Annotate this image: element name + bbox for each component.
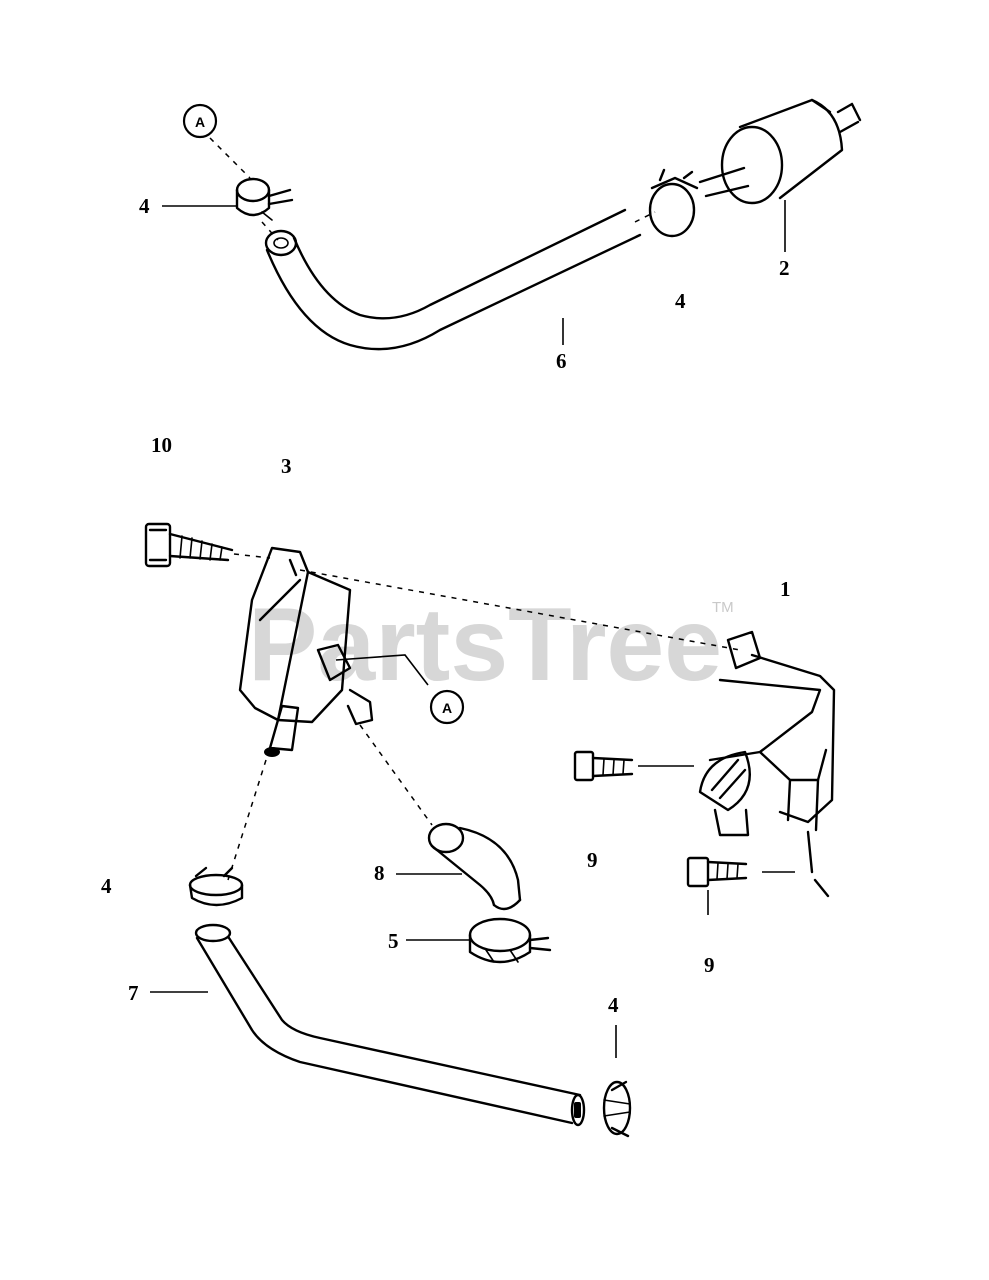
hose-clamp-5 — [468, 917, 552, 964]
callout-5: 5 — [388, 929, 399, 953]
hose-clamp-top-right — [648, 168, 699, 238]
callout-4-left: 4 — [101, 874, 112, 898]
hose-clamp-left — [188, 866, 244, 907]
reference-marker-a-pump: A — [429, 689, 465, 725]
reference-marker-a-pump-label: A — [442, 700, 452, 716]
callout-4-bottom: 4 — [608, 993, 619, 1017]
hose-clamp-top-left — [235, 177, 294, 221]
bracket-1 — [698, 630, 836, 898]
callout-9-mid: 9 — [587, 848, 598, 872]
callout-1: 1 — [780, 577, 791, 601]
screw-9-lower — [686, 856, 748, 888]
elbow-hose-8 — [427, 822, 522, 911]
bolt-10 — [144, 522, 234, 568]
callout-4-top-right: 4 — [675, 289, 686, 313]
reference-marker-a-top: A — [182, 103, 218, 139]
callout-2: 2 — [779, 256, 790, 280]
watermark-logo: PartsTree — [248, 587, 722, 703]
fuel-filter-2 — [698, 98, 862, 205]
screw-9-upper — [573, 750, 634, 782]
callout-10: 10 — [151, 433, 172, 457]
fuel-line-7 — [194, 923, 586, 1127]
callout-4-top-left: 4 — [139, 194, 150, 218]
fuel-line-6 — [264, 208, 642, 351]
watermark-trademark: TM — [712, 599, 734, 616]
callout-9-low: 9 — [704, 953, 715, 977]
assembly-line-a-top — [209, 137, 251, 179]
callout-6: 6 — [556, 349, 567, 373]
assembly-line-pump-outlet — [227, 759, 267, 881]
assembly-line-pump-bracket — [299, 569, 741, 651]
callout-8: 8 — [374, 861, 385, 885]
callout-3: 3 — [281, 454, 292, 478]
assembly-line-hose-filter — [634, 211, 656, 223]
hose-clamp-bottom — [602, 1080, 632, 1138]
callout-7: 7 — [128, 981, 139, 1005]
reference-marker-a-top-label: A — [195, 114, 205, 130]
assembly-line-clamp-top — [261, 221, 279, 241]
leader-pump-to-a — [335, 654, 429, 686]
fuel-pump-3 — [238, 546, 374, 757]
assembly-line-pump-inlet — [359, 724, 433, 826]
assembly-line-bolt — [233, 553, 271, 559]
